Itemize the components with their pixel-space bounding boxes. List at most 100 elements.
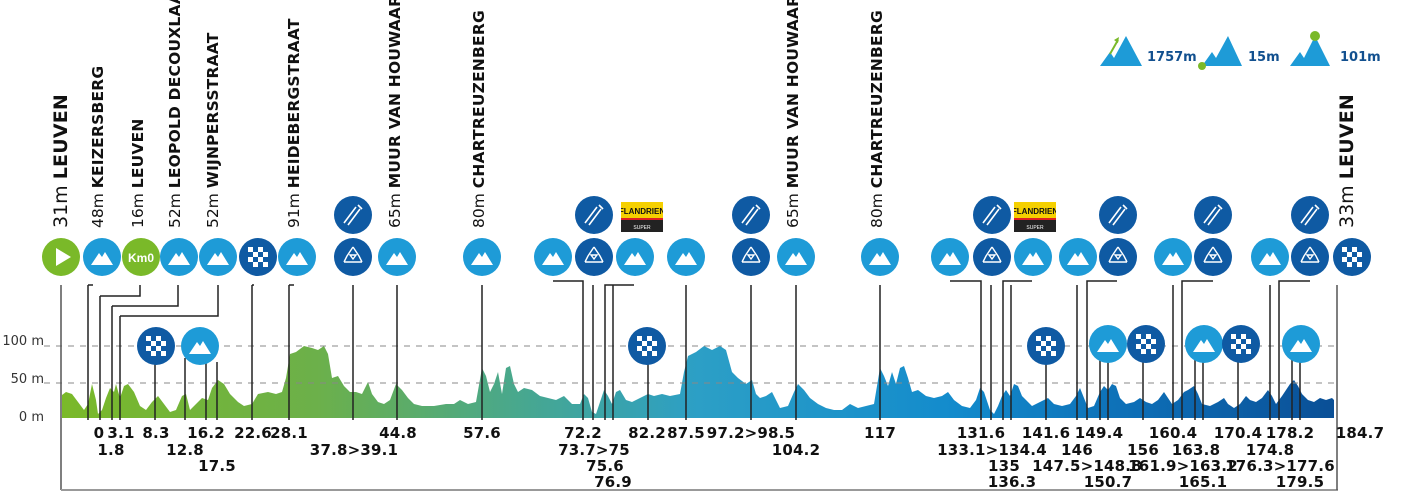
km-label: 150.7 bbox=[1083, 473, 1133, 491]
km-label: 0 bbox=[93, 424, 105, 442]
feed-zone-icon-3[interactable] bbox=[732, 196, 770, 234]
sprint-icon-lower-4[interactable] bbox=[1127, 325, 1165, 363]
total-climb-icon bbox=[1100, 36, 1142, 66]
km-label: 104.2 bbox=[771, 441, 821, 459]
recycle-zone-icon-5[interactable] bbox=[1099, 238, 1137, 276]
y-tick-0: 0 m bbox=[18, 410, 44, 425]
km-label: 133.1>134.4 bbox=[937, 441, 1047, 459]
svg-text:SUPER: SUPER bbox=[1026, 225, 1044, 231]
km-label: 3.1 bbox=[107, 424, 135, 442]
recycle-zone-icon-7[interactable] bbox=[1291, 238, 1329, 276]
recycle-zone-icon-3[interactable] bbox=[732, 238, 770, 276]
sprint-icon-lower-2[interactable] bbox=[628, 327, 666, 365]
km-label: 147.5>148.8 bbox=[1032, 457, 1142, 475]
km-label: 1.8 bbox=[97, 441, 125, 459]
recycle-zone-icon-2[interactable] bbox=[575, 238, 613, 276]
km-label: 135 bbox=[988, 457, 1020, 475]
km-label: 87.5 bbox=[667, 424, 705, 442]
label-leopold-decouxlaan: 52m LEOPOLD DECOUXLAAN bbox=[166, 0, 184, 228]
sprint-icon-lower-5[interactable] bbox=[1222, 325, 1260, 363]
svg-text:Km0: Km0 bbox=[128, 251, 154, 265]
climb-icon-heidebergstraat[interactable] bbox=[278, 238, 316, 276]
climb-icon-b[interactable] bbox=[667, 238, 705, 276]
km-label: 97.2>98.5 bbox=[706, 424, 796, 442]
climb-icon-leopold-decouxlaan[interactable] bbox=[160, 238, 198, 276]
feed-zone-icon-4[interactable] bbox=[973, 196, 1011, 234]
start-icon[interactable] bbox=[42, 238, 80, 276]
climb-icon-lower-1[interactable] bbox=[181, 327, 219, 365]
climb-icon-muur-van-houwaart-2[interactable] bbox=[777, 238, 815, 276]
climb-icon-a[interactable] bbox=[534, 238, 572, 276]
climb-icon-chartreuzenberg-1[interactable] bbox=[463, 238, 501, 276]
flandrien-badge-2: FLANDRIEN SUPER bbox=[1012, 202, 1058, 232]
km-label: 8.3 bbox=[142, 424, 170, 442]
climb-icon-c[interactable] bbox=[931, 238, 969, 276]
climb-icon-lower-4[interactable] bbox=[1282, 325, 1320, 363]
feed-zone-icon-6[interactable] bbox=[1194, 196, 1232, 234]
km-label: 37.8>39.1 bbox=[309, 441, 399, 459]
climb-icon-flandrien-2[interactable] bbox=[1014, 238, 1052, 276]
climb-icon-wijnpersstraat[interactable] bbox=[199, 238, 237, 276]
climb-icon-lower-3[interactable] bbox=[1185, 325, 1223, 363]
climb-icon-e[interactable] bbox=[1154, 238, 1192, 276]
km-label: 16.2 bbox=[187, 424, 225, 442]
climb-icon-flandrien-1[interactable] bbox=[616, 238, 654, 276]
highest-point-icon bbox=[1290, 31, 1330, 66]
lowest-point-icon bbox=[1198, 36, 1242, 70]
recycle-zone-icon-4[interactable] bbox=[973, 238, 1011, 276]
km-label: 174.8 bbox=[1245, 441, 1295, 459]
sprint-icon-lower-3[interactable] bbox=[1027, 327, 1065, 365]
km-label: 176.3>177.6 bbox=[1225, 457, 1335, 475]
svg-text:FLANDRIEN: FLANDRIEN bbox=[621, 207, 663, 216]
recycle-zone-icon-1[interactable] bbox=[334, 238, 372, 276]
label-chartreuzenberg-1: 80m CHARTREUZENBERG bbox=[470, 10, 488, 228]
label-muur-van-houwaart-2: 65m MUUR VAN HOUWAART bbox=[784, 0, 802, 228]
finish-icon[interactable] bbox=[1333, 238, 1371, 276]
climb-icon-keizersberg[interactable] bbox=[83, 238, 121, 276]
km-label: 160.4 bbox=[1148, 424, 1198, 442]
feed-zone-icon-1[interactable] bbox=[334, 196, 372, 234]
label-chartreuzenberg-2: 80m CHARTREUZENBERG bbox=[868, 10, 886, 228]
climb-icon-f[interactable] bbox=[1251, 238, 1289, 276]
climb-icon-chartreuzenberg-2[interactable] bbox=[861, 238, 899, 276]
km-label: 136.3 bbox=[987, 473, 1037, 491]
km-label: 170.4 bbox=[1213, 424, 1263, 442]
total-climb-value: 1757m bbox=[1147, 50, 1197, 65]
km0-icon[interactable]: Km0 bbox=[122, 238, 160, 276]
km-label: 131.6 bbox=[956, 424, 1006, 442]
km-label: 117 bbox=[864, 424, 896, 442]
label-heidebergstraat: 91m HEIDEBERGSTRAAT bbox=[285, 18, 303, 228]
flandrien-badge-1: FLANDRIEN SUPER bbox=[619, 202, 665, 232]
km-label: 75.6 bbox=[586, 457, 624, 475]
km-label: 57.6 bbox=[463, 424, 501, 442]
km-label: 179.5 bbox=[1275, 473, 1325, 491]
feed-zone-icon-5[interactable] bbox=[1099, 196, 1137, 234]
km-label: 178.2 bbox=[1265, 424, 1315, 442]
sprint-icon-lower-1[interactable] bbox=[137, 327, 175, 365]
svg-text:SUPER: SUPER bbox=[633, 225, 651, 231]
km-label: 12.8 bbox=[166, 441, 204, 459]
km-label: 146 bbox=[1061, 441, 1093, 459]
climb-icon-d[interactable] bbox=[1059, 238, 1097, 276]
label-wijnpersstraat: 52m WIJNPERSSTRAAT bbox=[204, 32, 222, 228]
km-label: 76.9 bbox=[594, 473, 632, 491]
climb-icon-muur-van-houwaart-1[interactable] bbox=[378, 238, 416, 276]
km-label: 165.1 bbox=[1178, 473, 1228, 491]
recycle-zone-icon-6[interactable] bbox=[1194, 238, 1232, 276]
sprint-icon-1[interactable] bbox=[239, 238, 277, 276]
km-label: 149.4 bbox=[1074, 424, 1124, 442]
y-tick-100: 100 m bbox=[2, 334, 44, 349]
svg-text:FLANDRIEN: FLANDRIEN bbox=[1014, 207, 1056, 216]
label-muur-van-houwaart-1: 65m MUUR VAN HOUWAART bbox=[386, 0, 404, 228]
feed-zone-icon-7[interactable] bbox=[1291, 196, 1329, 234]
y-tick-50: 50 m bbox=[10, 372, 44, 387]
km-label: 163.8 bbox=[1171, 441, 1221, 459]
climb-icon-lower-2[interactable] bbox=[1089, 325, 1127, 363]
label-keizersberg: 48m KEIZERSBERG bbox=[89, 65, 107, 228]
km-label-finish: 184.7 bbox=[1335, 424, 1385, 442]
label-km0-leuven: 16m LEUVEN bbox=[129, 118, 147, 228]
km-label: 82.2 bbox=[628, 424, 666, 442]
km-label: 28.1 bbox=[270, 424, 308, 442]
feed-zone-icon-2[interactable] bbox=[575, 196, 613, 234]
